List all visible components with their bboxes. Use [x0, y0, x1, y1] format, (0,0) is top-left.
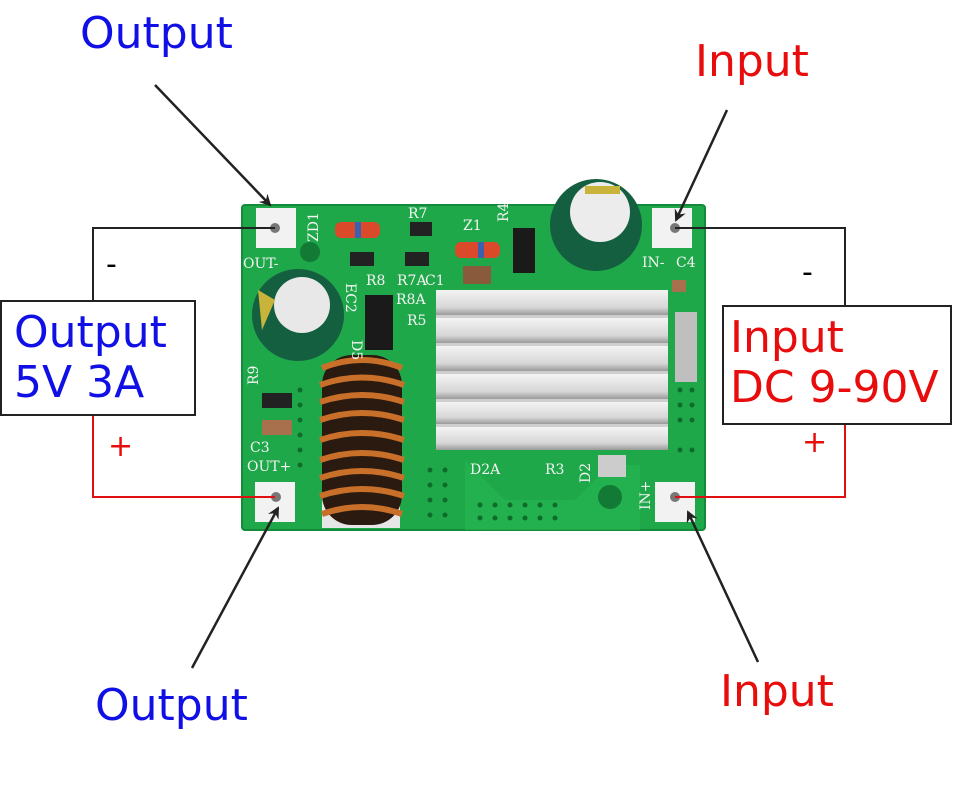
output-positive-wire — [92, 415, 275, 498]
silk-zd1: ZD1 — [306, 212, 322, 242]
via-grid — [297, 387, 695, 521]
output-spec-box: Output 5V 3A — [0, 300, 196, 416]
silk-out-plus: OUT+ — [247, 459, 291, 475]
capacitor-ec2 — [252, 269, 344, 361]
output-negative-wire — [92, 227, 275, 302]
silk-ec2: EC2 — [342, 283, 358, 313]
silk-c1: C1 — [425, 273, 445, 289]
silk-r7a: R7A — [397, 273, 427, 289]
input-positive-wire — [675, 424, 846, 498]
smd-components — [262, 222, 686, 477]
silk-out-minus: OUT- — [243, 256, 279, 272]
capacitor-input — [550, 179, 642, 271]
output-spec-title: Output — [14, 307, 167, 358]
arrow-output-top — [154, 84, 272, 207]
inductor-coil — [318, 355, 406, 528]
output-minus-sign: - — [106, 247, 117, 282]
silk-d5: D5 — [348, 340, 364, 360]
input-spec-range: DC 9-90V — [730, 362, 939, 413]
arrow-input-top — [674, 109, 729, 222]
silk-r7: R7 — [408, 206, 427, 222]
output-spec-rating: 5V 3A — [14, 357, 145, 408]
output-label-bottom: Output — [95, 680, 248, 731]
silk-r4: R4 — [496, 202, 512, 222]
input-spec-title: Input — [730, 312, 844, 363]
silk-c3: C3 — [250, 440, 270, 456]
input-spec-box: Input DC 9-90V — [722, 305, 952, 425]
heat-sink — [436, 290, 697, 450]
silk-r3: R3 — [545, 462, 564, 478]
input-negative-wire — [675, 227, 846, 306]
input-label-top: Input — [695, 36, 809, 87]
silk-c4: C4 — [676, 255, 696, 271]
silk-in-minus: IN- — [642, 255, 665, 271]
silk-r9: R9 — [246, 366, 262, 385]
silk-z1: Z1 — [463, 218, 482, 234]
arrow-input-bottom — [686, 510, 760, 663]
input-minus-sign: - — [802, 255, 813, 290]
silk-d2: D2 — [578, 463, 594, 483]
silk-d2a: D2A — [470, 462, 501, 478]
silk-r5: R5 — [407, 313, 426, 329]
arrow-output-bottom — [190, 506, 280, 669]
input-plus-sign: + — [802, 425, 828, 460]
silk-r8: R8 — [366, 273, 385, 289]
output-label-top: Output — [80, 8, 233, 59]
silk-r8a: R8A — [396, 292, 426, 308]
output-plus-sign: + — [108, 429, 134, 464]
mounting-hole — [598, 485, 622, 509]
input-label-bottom: Input — [720, 666, 834, 717]
silk-in-plus: IN+ — [638, 480, 654, 510]
